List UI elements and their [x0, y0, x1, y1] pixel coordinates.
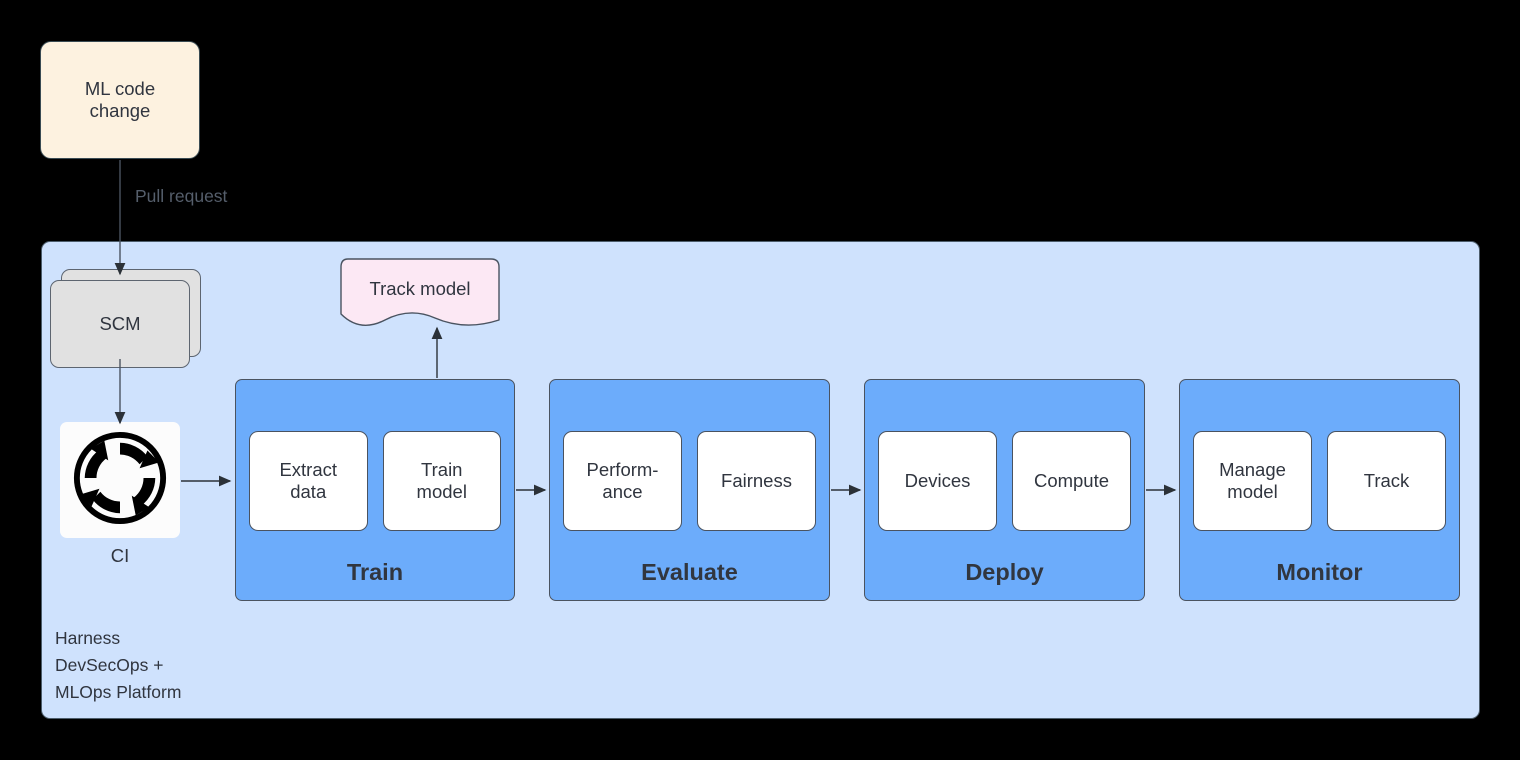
- node-ci-label: CI: [110, 545, 130, 566]
- stage-monitor-title: Monitor: [1276, 559, 1363, 585]
- stage-evaluate-item-fairness[interactable]: Fairness: [697, 431, 816, 531]
- node-track-model-label: Track model: [369, 278, 471, 299]
- ci-cycle-icon: [71, 429, 169, 532]
- stage-monitor-item-track-label: Track: [1363, 470, 1410, 492]
- stage-evaluate-title: Evaluate: [641, 559, 738, 585]
- stage-train[interactable]: Extract data Train model Train: [235, 379, 515, 601]
- stage-deploy-title: Deploy: [965, 559, 1044, 585]
- stage-evaluate[interactable]: Perform- ance Fairness Evaluate: [549, 379, 830, 601]
- stage-train-title: Train: [346, 559, 404, 585]
- node-ml-code-change-label: ML code change: [84, 78, 156, 121]
- stage-deploy-item-devices-label: Devices: [904, 470, 971, 492]
- stage-monitor-items: Manage model Track: [1193, 431, 1446, 531]
- stage-monitor[interactable]: Manage model Track Monitor: [1179, 379, 1460, 601]
- stage-deploy-items: Devices Compute: [878, 431, 1131, 531]
- stage-monitor-item-manage-model-label: Manage model: [1219, 459, 1286, 502]
- stage-train-item-extract-data[interactable]: Extract data: [249, 431, 368, 531]
- stage-evaluate-items: Perform- ance Fairness: [563, 431, 816, 531]
- node-scm-label: SCM: [99, 313, 141, 335]
- stage-monitor-item-manage-model[interactable]: Manage model: [1193, 431, 1312, 531]
- stage-evaluate-item-performance[interactable]: Perform- ance: [563, 431, 682, 531]
- stage-deploy-item-compute[interactable]: Compute: [1012, 431, 1131, 531]
- stage-monitor-item-track[interactable]: Track: [1327, 431, 1446, 531]
- stage-train-item-extract-data-label: Extract data: [279, 459, 338, 502]
- node-ml-code-change[interactable]: ML code change: [40, 41, 200, 159]
- edge-label-pull-request: Pull request: [135, 186, 228, 206]
- node-scm[interactable]: SCM: [50, 269, 201, 368]
- stage-evaluate-item-performance-label: Perform- ance: [586, 459, 659, 502]
- stage-train-item-train-model-label: Train model: [416, 459, 467, 502]
- stage-train-item-train-model[interactable]: Train model: [382, 431, 501, 531]
- stage-deploy-item-devices[interactable]: Devices: [878, 431, 997, 531]
- stage-train-items: Extract data Train model: [249, 431, 501, 531]
- scm-stack-front-sheet: SCM: [50, 280, 190, 368]
- stage-evaluate-item-fairness-label: Fairness: [721, 470, 792, 492]
- stage-deploy[interactable]: Devices Compute Deploy: [864, 379, 1145, 601]
- node-ci[interactable]: [60, 422, 180, 538]
- stage-deploy-item-compute-label: Compute: [1033, 470, 1110, 492]
- platform-panel-label: Harness DevSecOps + MLOps Platform: [55, 628, 182, 702]
- node-track-model[interactable]: Track model: [340, 258, 500, 336]
